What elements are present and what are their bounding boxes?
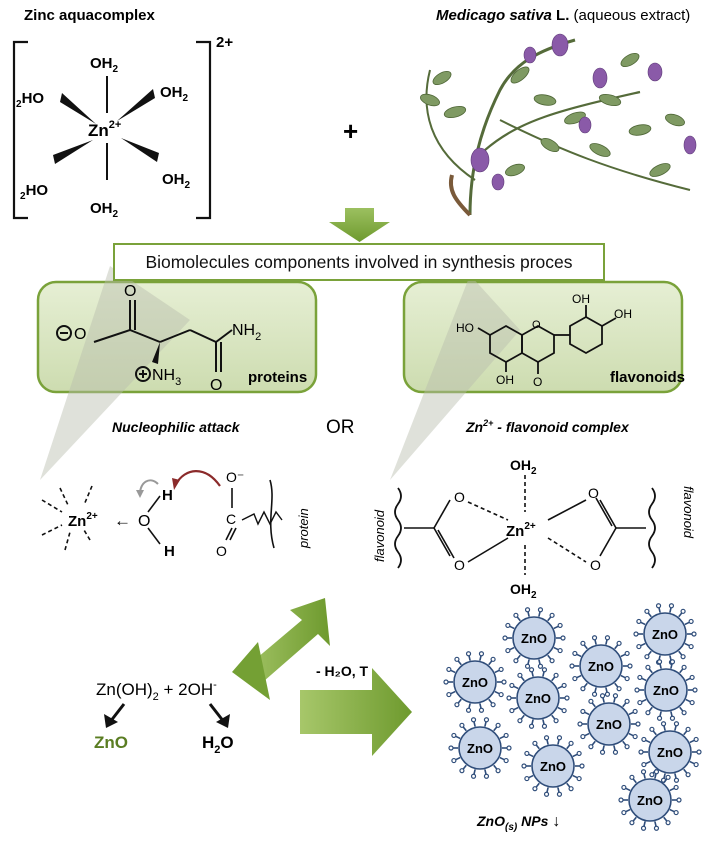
svg-text:C: C [226, 511, 236, 527]
flavonoid-structure [477, 305, 617, 374]
zinc-hydroxide-equation: Zn(OH)2 + 2OH- [96, 679, 217, 703]
hydroxyl-4prime: OH [614, 307, 632, 321]
flavonoid-side-label-left: flavonoid [372, 509, 387, 562]
diagonal-arrow-head [232, 642, 270, 700]
plant-extract-note: (aqueous extract) [569, 7, 690, 24]
amide-group: NH2 [232, 322, 261, 343]
biomolecules-text: Biomolecules components involved in synt… [145, 251, 573, 272]
proteins-panel [36, 280, 318, 394]
svg-text:O: O [454, 489, 465, 505]
nucleophilic-attack-label: Nucleophilic attack [112, 419, 241, 435]
zinc-aquacomplex-structure: 2+ OH2 OH2 2HO 2HO OH2 OH2 Zn2+ [12, 34, 233, 220]
svg-text:Zn2+: Zn2+ [506, 521, 536, 540]
zno-particle-label: ZnO [521, 631, 547, 646]
zno-particle-label: ZnO [596, 717, 622, 732]
amide-oxygen: O [210, 377, 222, 394]
zno-particle-label: ZnO [525, 691, 551, 706]
water-ligand-upper-right: OH2 [160, 84, 189, 104]
down-arrow-green [329, 208, 390, 242]
reaction-condition: - H₂O, T [316, 663, 369, 679]
carbonyl-oxygen: O [124, 283, 136, 300]
zno-nanoparticle: ZnO [506, 667, 570, 729]
zno-nanoparticle: ZnO [638, 721, 702, 783]
zno-nanoparticle: ZnO [634, 659, 698, 721]
zinc-complex-title: Zinc aquacomplex [24, 7, 156, 24]
zno-particle-label: ZnO [652, 627, 678, 642]
svg-text:O⁻: O⁻ [226, 469, 244, 485]
flavonoids-label: flavonoids [610, 369, 685, 386]
plant-species-name: Medicago sativa [436, 7, 552, 24]
zno-nanoparticle: ZnO [521, 735, 585, 797]
right-arrow-green [300, 668, 412, 756]
zno-particle-label: ZnO [653, 683, 679, 698]
svg-text:OH2: OH2 [510, 581, 537, 601]
biomolecules-box: Biomolecules components involved in synt… [113, 243, 605, 281]
zinc-ion-center: Zn2+ [88, 119, 121, 140]
zno-particle-label: ZnO [588, 659, 614, 674]
water-product: H2O [202, 733, 234, 756]
asparagine-structure [56, 300, 233, 382]
zno-nps-label: ZnO(s) NPs↓ [476, 813, 560, 833]
zno-nanoparticle: ZnO [448, 717, 512, 779]
svg-text:OH2: OH2 [510, 457, 537, 477]
hydroxyl-3prime: OH [572, 292, 590, 306]
flavonoids-callout-cone [390, 275, 520, 480]
right-bracket [196, 40, 212, 220]
ring-oxygen: O [532, 319, 541, 331]
svg-text:O: O [590, 557, 601, 573]
ketone-oxygen: O [533, 375, 542, 389]
zno-nanoparticle: ZnO [577, 693, 641, 755]
proteins-callout-cone [40, 266, 190, 480]
zno-particle-label: ZnO [637, 793, 663, 808]
flavonoids-panel [402, 280, 684, 394]
plant-species-author: L. [552, 7, 570, 24]
nucleophilic-attack-scheme: Zn2+ ← O H H O⁻ C O protein [41, 469, 311, 560]
zno-nanoparticle: ZnO [569, 635, 633, 697]
proteins-label: proteins [248, 369, 307, 386]
zno-particle-label: ZnO [462, 675, 488, 690]
zno-product: ZnO [94, 733, 128, 752]
svg-text:O: O [454, 557, 465, 573]
flavonoid-side-label-right: flavonoid [681, 486, 696, 539]
left-bracket [12, 40, 28, 220]
zinc-flavonoid-complex-scheme: flavonoid flavonoid O O O O Zn2+ OH2 OH2 [372, 457, 696, 601]
water-ligand-bottom: OH2 [90, 200, 119, 220]
svg-text:Zn2+: Zn2+ [68, 511, 98, 530]
plus-sign: + [343, 116, 358, 146]
water-ligand-lower-left: 2HO [20, 182, 48, 202]
zn-flavonoid-complex-label: Zn2+ - flavonoid complex [465, 418, 630, 435]
svg-text:←: ← [114, 511, 131, 530]
zno-nanoparticle: ZnO [618, 769, 682, 831]
hydroxyl-7: HO [456, 321, 474, 335]
medicago-sativa-illustration [420, 33, 697, 217]
ammonium-group: NH3 [152, 367, 181, 388]
zno-particle-label: ZnO [657, 745, 683, 760]
plant-title: Medicago sativa L. (aqueous extract) [436, 7, 690, 24]
hydroxyl-5: OH [496, 373, 514, 387]
zno-nanoparticles: ZnO ZnO ZnO ZnO ZnO ZnO ZnO ZnO ZnO ZnO ZnO [443, 603, 702, 831]
zno-particle-label: ZnO [540, 759, 566, 774]
zno-nanoparticle: ZnO [443, 651, 507, 713]
svg-text:O: O [138, 513, 150, 530]
svg-text:H: H [164, 543, 175, 560]
svg-text:O: O [216, 543, 227, 559]
zno-particle-label: ZnO [467, 741, 493, 756]
zno-nanoparticle: ZnO [633, 603, 697, 665]
water-ligand-upper-left: 2HO [16, 90, 44, 110]
or-label: OR [326, 417, 355, 438]
water-ligand-lower-right: OH2 [162, 171, 191, 191]
zno-nanoparticle: ZnO [502, 607, 566, 669]
water-ligand-top: OH2 [90, 55, 119, 75]
protein-side-label: protein [296, 508, 311, 549]
svg-text:O: O [588, 485, 599, 501]
carboxylate-oxygen: O [74, 326, 86, 343]
svg-text:H: H [162, 487, 173, 504]
complex-charge: 2+ [216, 34, 233, 51]
